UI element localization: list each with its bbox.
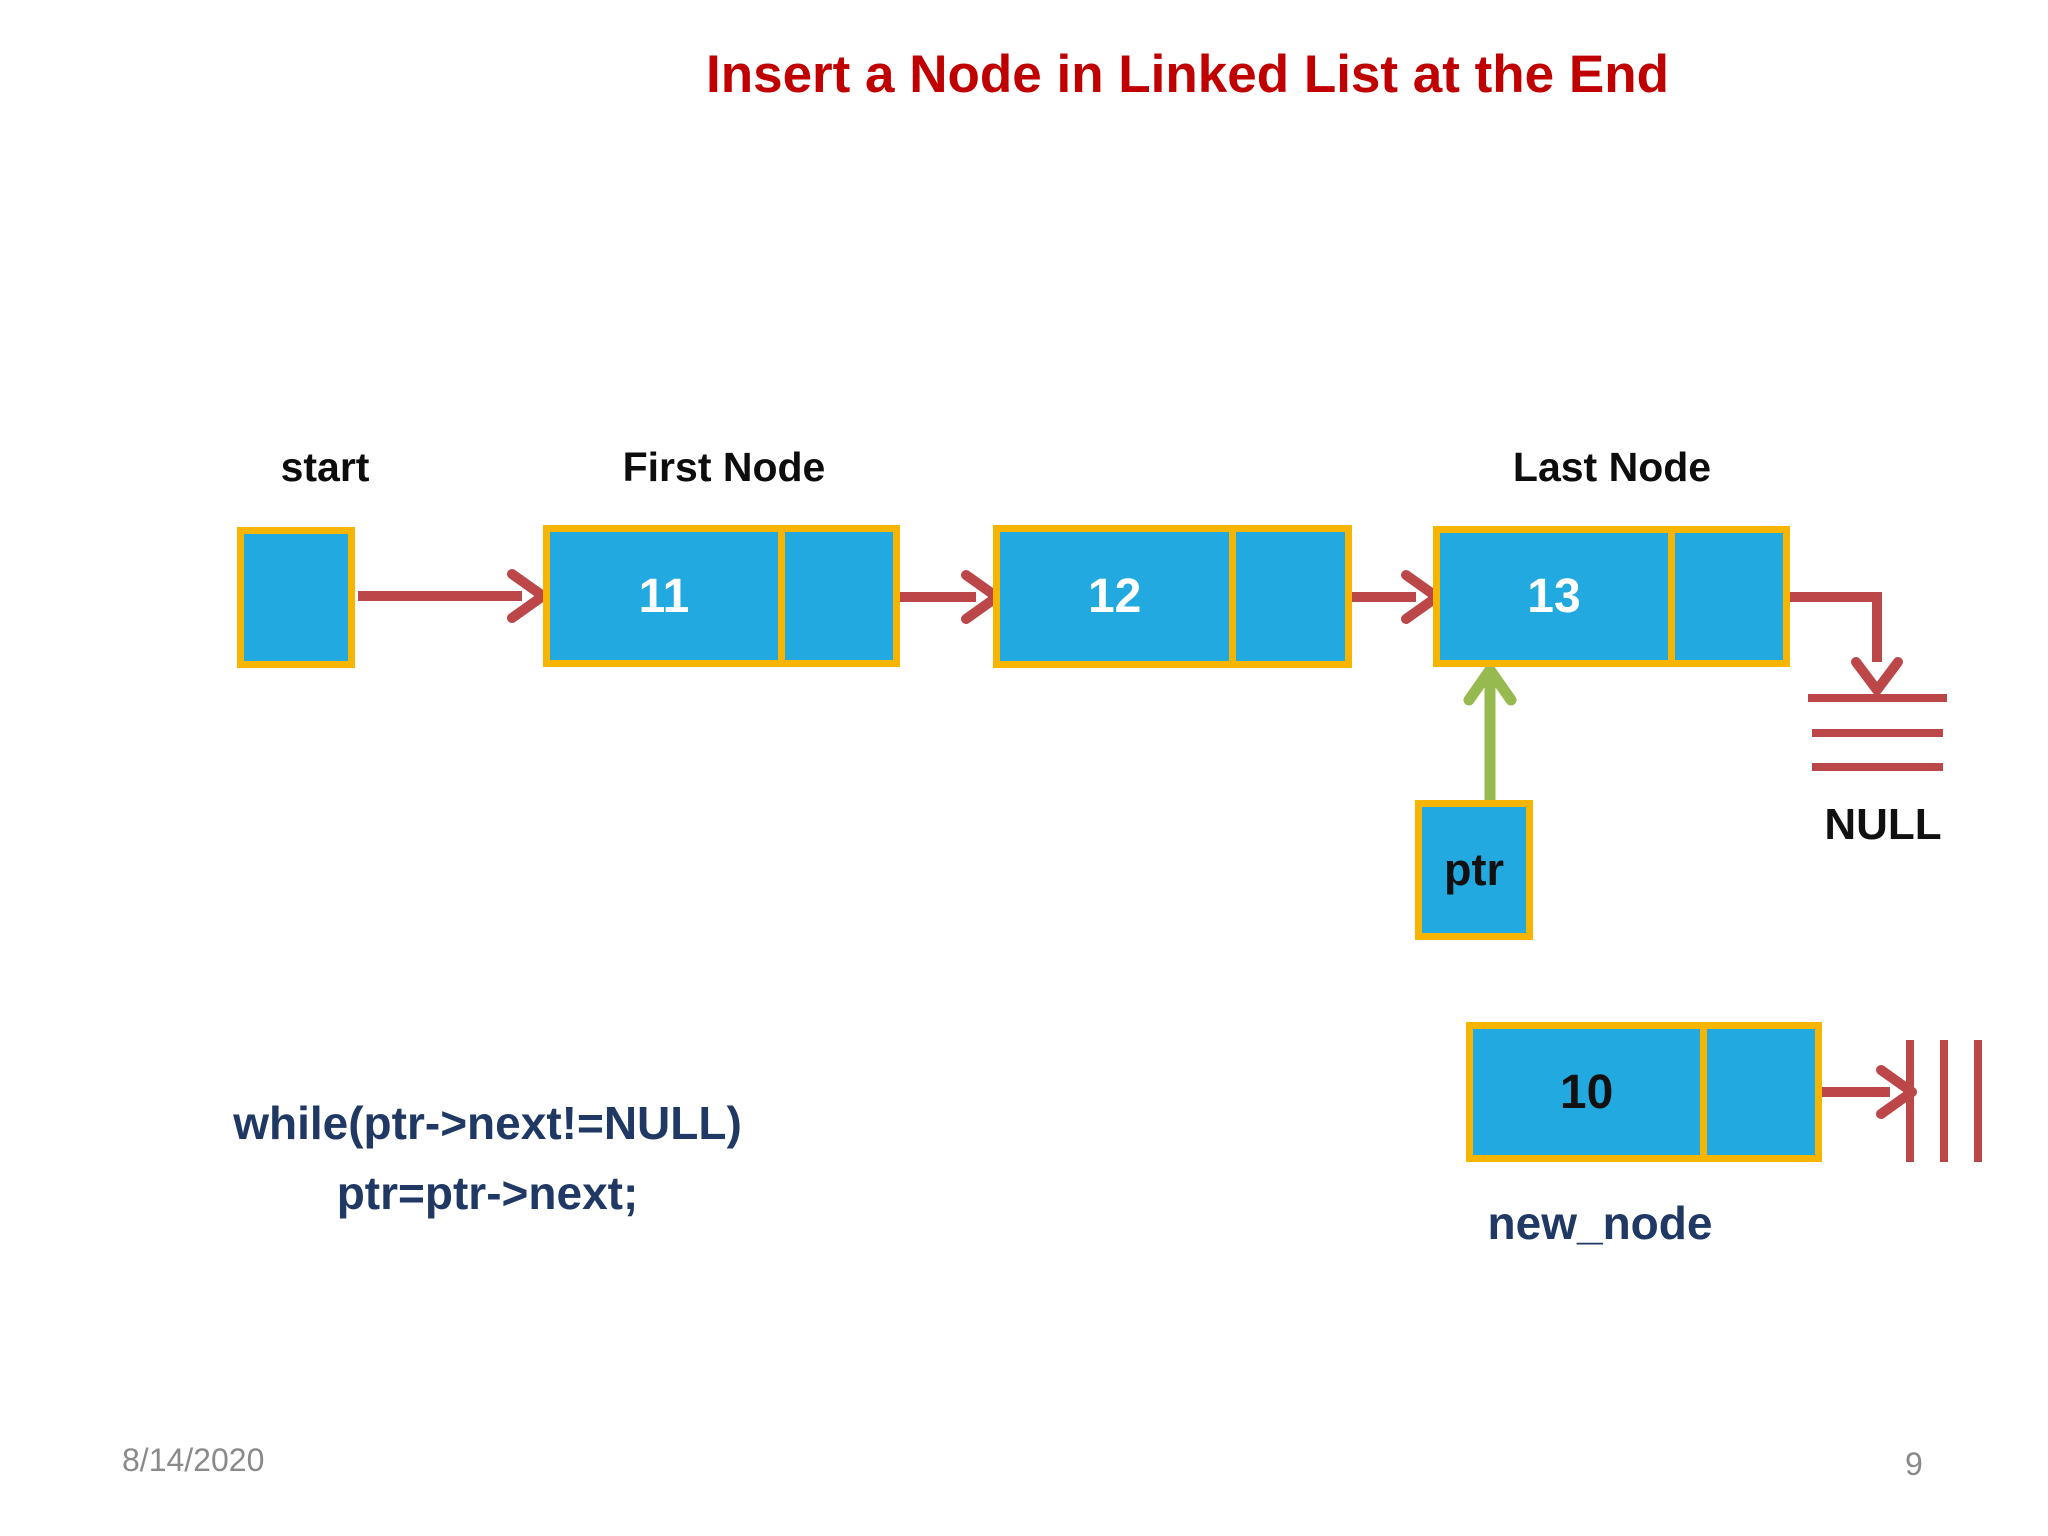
node-value: 10: [1559, 1065, 1614, 1119]
footer-date: 8/14/2020: [122, 1442, 265, 1478]
node-next-pointer-cell: [1700, 1029, 1815, 1155]
first-node-label: First Node: [622, 444, 826, 490]
terminator-bars-icon: [1906, 1040, 1982, 1162]
start-pointer-box: [237, 527, 355, 668]
list-node-middle: 12: [993, 525, 1352, 668]
node-value: 13: [1527, 570, 1581, 623]
null-ground-icon: [1808, 694, 1947, 771]
slide-title: Insert a Node in Linked List at the End: [706, 45, 1669, 104]
new-node-label: new_node: [1487, 1197, 1713, 1249]
null-label: NULL: [1824, 800, 1942, 849]
node-next-pointer-cell: [1667, 533, 1783, 660]
node-next-pointer-cell: [1229, 532, 1345, 661]
page-number: 9: [1905, 1446, 1923, 1482]
ptr-arrow: [1463, 664, 1517, 800]
new-node-box: 10: [1466, 1022, 1822, 1162]
node-value: 12: [1087, 570, 1142, 623]
code-line-2: ptr=ptr->next;: [336, 1167, 639, 1219]
list-node-first: 11: [543, 525, 900, 667]
ptr-variable-box: ptr: [1415, 800, 1533, 940]
list-node-last: 13: [1433, 526, 1790, 667]
node-value: 11: [638, 569, 690, 623]
last-node-label: Last Node: [1512, 444, 1712, 490]
code-line-1: while(ptr->next!=NULL): [233, 1097, 742, 1149]
ptr-label: ptr: [1444, 844, 1504, 895]
node-next-pointer-cell: [777, 532, 893, 660]
arrow-start-to-first-node: [358, 569, 548, 623]
start-label: start: [280, 444, 370, 490]
code-block: while(ptr->next!=NULL) ptr=ptr->next;: [205, 1088, 770, 1228]
